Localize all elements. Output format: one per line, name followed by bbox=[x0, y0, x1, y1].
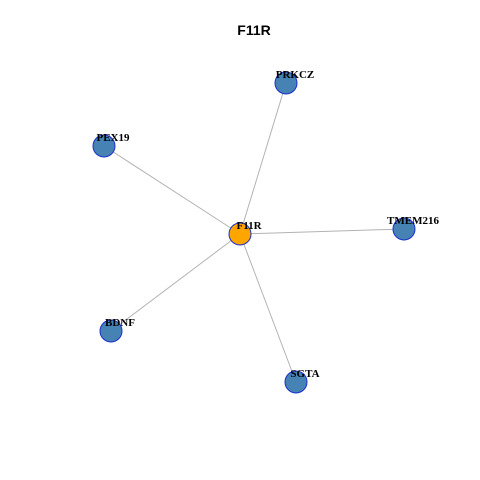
edge-f11r-pex19 bbox=[103, 145, 241, 235]
graph-title: F11R bbox=[237, 22, 270, 38]
edges-layer bbox=[103, 82, 405, 383]
node-bdnf: BDNF bbox=[99, 317, 135, 343]
node-circle-f11r bbox=[228, 222, 252, 246]
node-sgta: SGTA bbox=[284, 368, 320, 394]
edge-f11r-bdnf bbox=[110, 233, 241, 332]
edge-f11r-prkcz bbox=[239, 82, 287, 235]
node-label-pex19: PEX19 bbox=[97, 132, 131, 144]
node-circle-prkcz bbox=[274, 71, 298, 95]
node-label-sgta: SGTA bbox=[290, 368, 319, 380]
node-label-tmem216: TMEM216 bbox=[387, 215, 439, 227]
node-circle-sgta bbox=[284, 370, 308, 394]
node-circle-tmem216 bbox=[392, 217, 416, 241]
node-tmem216: TMEM216 bbox=[387, 215, 439, 241]
node-circle-bdnf bbox=[99, 319, 123, 343]
node-circle-pex19 bbox=[92, 134, 116, 158]
edge-f11r-tmem216 bbox=[239, 228, 405, 235]
node-pex19: PEX19 bbox=[92, 132, 131, 158]
node-prkcz: PRKCZ bbox=[274, 69, 315, 95]
edge-f11r-sgta bbox=[239, 233, 297, 383]
node-f11r: F11R bbox=[228, 220, 263, 246]
node-label-f11r: F11R bbox=[236, 220, 262, 232]
node-label-prkcz: PRKCZ bbox=[276, 69, 315, 81]
node-label-bdnf: BDNF bbox=[105, 317, 135, 329]
